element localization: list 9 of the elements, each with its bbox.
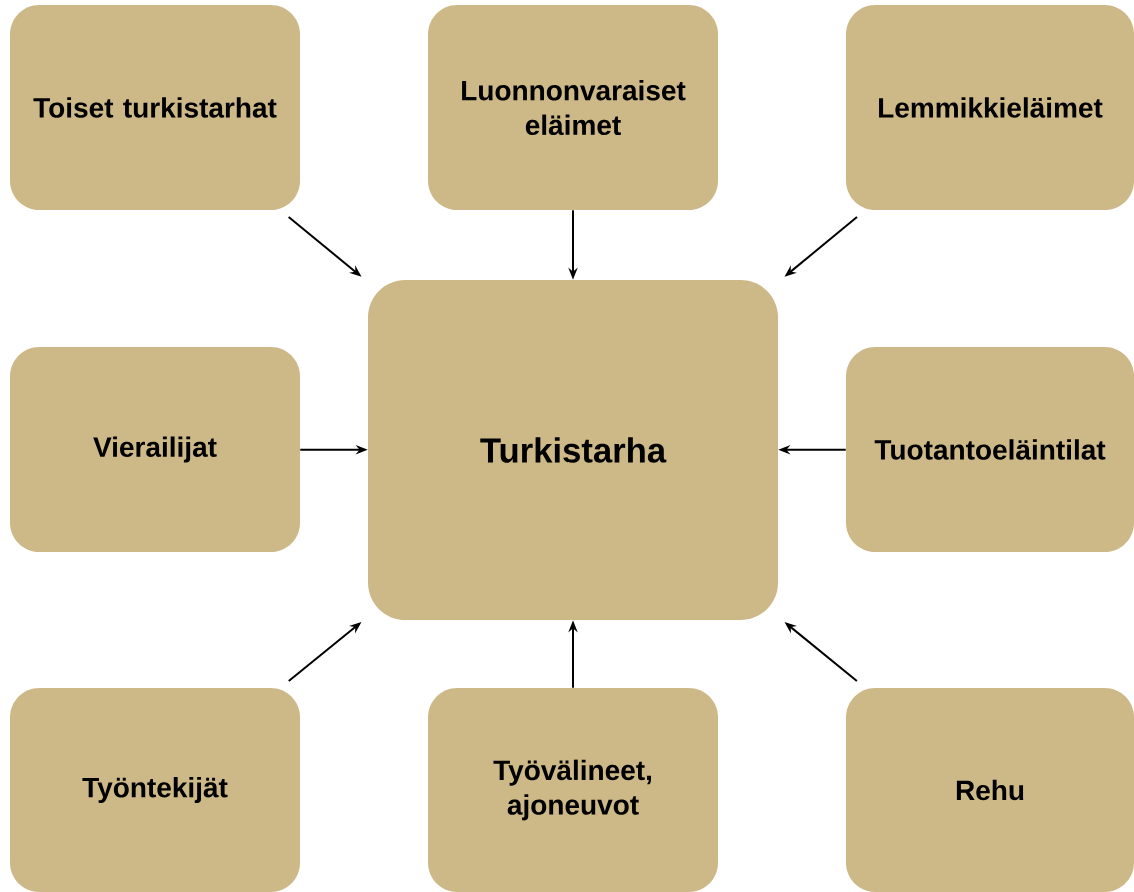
process-box: Rehu — [846, 688, 1134, 892]
process-box: Työvälineet, ajoneuvot — [428, 688, 718, 892]
process-box: Toiset turkistarhat — [10, 4, 300, 211]
process-box: Luonnonvaraiset eläimet — [428, 4, 718, 211]
central-box: Turkistarha — [368, 280, 778, 620]
process-box: Tuotantoeläintilat — [846, 346, 1134, 553]
process-box: Työntekijät — [10, 688, 300, 892]
process-box: Vierailijat — [10, 346, 300, 553]
process-box: Lemmikkieläimet — [846, 4, 1134, 211]
